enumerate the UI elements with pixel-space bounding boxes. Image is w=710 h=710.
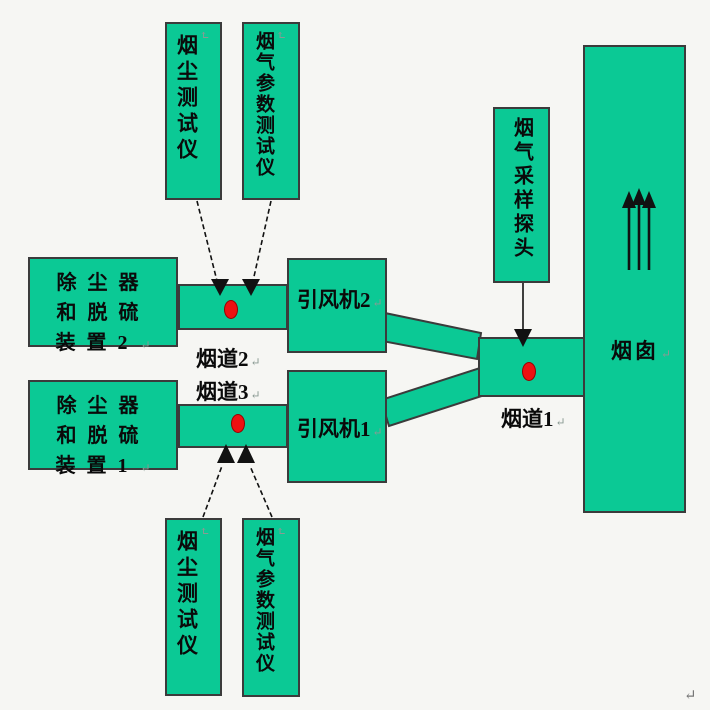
return-mark: ↵ xyxy=(250,355,261,369)
return-mark: ↵ xyxy=(274,526,288,537)
duct-3-label: 烟道3↵ xyxy=(196,380,261,404)
return-mark: ↵ xyxy=(197,30,212,41)
bottom-dust-tester-label: 烟尘测试仪 xyxy=(174,530,199,660)
sampling-point-duct2 xyxy=(224,300,238,319)
sampling-point-duct1 xyxy=(522,362,536,381)
fan-2-box: 引风机2↵ xyxy=(287,258,387,353)
document-return-mark: ↵ xyxy=(684,688,697,704)
top-param-tester-label: 烟气参数测试仪 xyxy=(253,31,274,178)
duct-1-label: 烟道1↵ xyxy=(501,407,566,431)
collector-2-label: 除尘器 和脱硫 装置2↵ xyxy=(55,272,151,354)
top-dust-tester-label: 烟尘测试仪 xyxy=(174,34,199,164)
fan-2-label: 引风机2↵ xyxy=(297,288,383,312)
collector-1-box: 除尘器 和脱硫 装置1↵ xyxy=(28,380,178,477)
chimney-box: 烟囱↵ xyxy=(583,45,686,513)
chimney-label: 烟囱↵ xyxy=(611,339,675,363)
fan-1-box: 引风机1↵ xyxy=(287,370,387,483)
bottom-dust-tester-box: 烟尘测试仪↵ xyxy=(165,518,222,696)
collector-2-box: 除尘器 和脱硫 装置2↵ xyxy=(28,257,178,354)
probe-box: 烟气采样探头 xyxy=(493,107,550,283)
fan-1-label: 引风机1↵ xyxy=(297,417,383,441)
return-mark: ↵ xyxy=(555,415,566,429)
return-mark: ↵ xyxy=(372,425,383,439)
return-mark: ↵ xyxy=(250,388,261,402)
sampling-point-duct3 xyxy=(231,414,245,433)
bottom-param-tester-label: 烟气参数测试仪 xyxy=(253,527,274,674)
return-mark: ↵ xyxy=(140,338,151,352)
top-dust-tester-box: 烟尘测试仪↵ xyxy=(165,22,222,200)
return-mark: ↵ xyxy=(197,526,212,537)
duct-1-pipe xyxy=(478,337,587,397)
collector-1-label: 除尘器 和脱硫 装置1↵ xyxy=(55,395,151,477)
return-mark: ↵ xyxy=(274,30,288,41)
return-mark: ↵ xyxy=(372,296,383,310)
bottom-param-tester-box: 烟气参数测试仪↵ xyxy=(242,518,300,697)
probe-label: 烟气采样探头 xyxy=(510,117,533,261)
duct-2-label: 烟道2↵ xyxy=(196,347,261,371)
return-mark: ↵ xyxy=(140,461,151,475)
return-mark: ↵ xyxy=(661,347,675,361)
top-param-tester-box: 烟气参数测试仪↵ xyxy=(242,22,300,200)
